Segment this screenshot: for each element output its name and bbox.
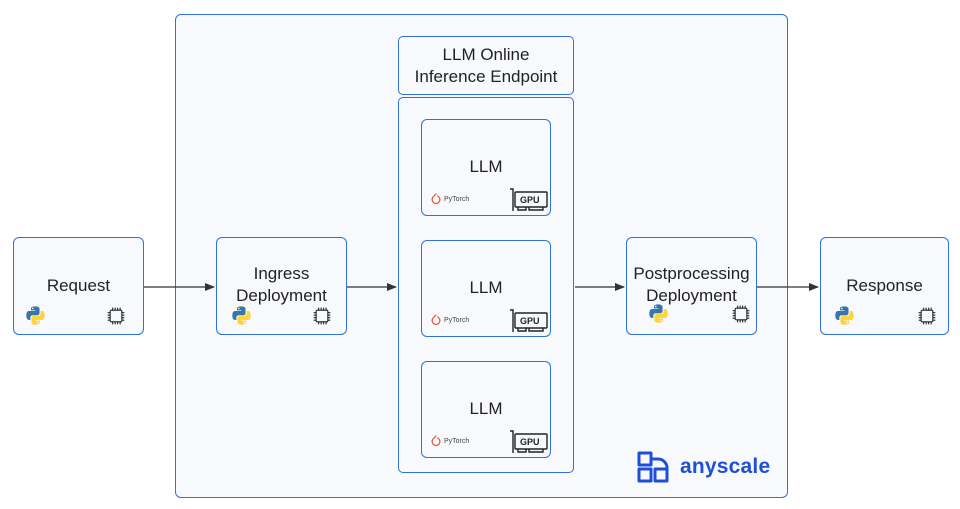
llm-node: LLM PyTorch GPU: [421, 119, 551, 216]
postprocessing-deployment-node: Postprocessing Deployment: [626, 237, 757, 335]
response-node: Response: [820, 237, 949, 335]
python-icon: [25, 305, 46, 326]
cpu-chip-icon: [917, 306, 937, 326]
gpu-label: GPU: [520, 437, 540, 447]
python-icon: [648, 303, 669, 324]
ingress-label-line1: Ingress: [253, 264, 310, 283]
llm-label: LLM: [469, 157, 503, 176]
anyscale-wordmark: anyscale: [680, 455, 771, 478]
postprocessing-label-line2: Deployment: [646, 286, 737, 305]
pytorch-label: PyTorch: [444, 437, 470, 445]
gpu-label: GPU: [520, 316, 540, 326]
response-label: Response: [846, 276, 923, 295]
pytorch-label: PyTorch: [444, 316, 470, 324]
llm-node: LLM PyTorch GPU: [421, 240, 551, 337]
gpu-label: GPU: [520, 195, 540, 205]
endpoint-title-line2: Inference Endpoint: [414, 66, 558, 86]
pytorch-badge: PyTorch: [430, 435, 469, 447]
postprocessing-label-line1: Postprocessing: [633, 264, 750, 283]
request-label: Request: [46, 276, 111, 295]
pytorch-icon: [430, 314, 442, 326]
anyscale-logo: anyscale: [636, 450, 770, 484]
pytorch-badge: PyTorch: [430, 314, 469, 326]
pytorch-label: PyTorch: [444, 195, 470, 203]
python-icon: [231, 305, 252, 326]
ingress-label-line2: Deployment: [236, 286, 327, 305]
endpoint-title-box: LLM Online Inference Endpoint: [398, 36, 574, 95]
llm-label: LLM: [469, 399, 503, 418]
cpu-chip-icon: [312, 306, 332, 326]
llm-label: LLM: [469, 278, 503, 297]
request-node: Request: [13, 237, 144, 335]
cpu-chip-icon: [106, 306, 126, 326]
pytorch-icon: [430, 435, 442, 447]
cpu-chip-icon: [731, 304, 751, 324]
ingress-deployment-node: Ingress Deployment: [216, 237, 347, 335]
endpoint-title-line1: LLM Online: [442, 44, 530, 64]
pytorch-icon: [430, 193, 442, 205]
pytorch-badge: PyTorch: [430, 193, 469, 205]
anyscale-logo-icon: [637, 451, 669, 483]
python-icon: [834, 305, 855, 326]
llm-node: LLM PyTorch GPU: [421, 361, 551, 458]
